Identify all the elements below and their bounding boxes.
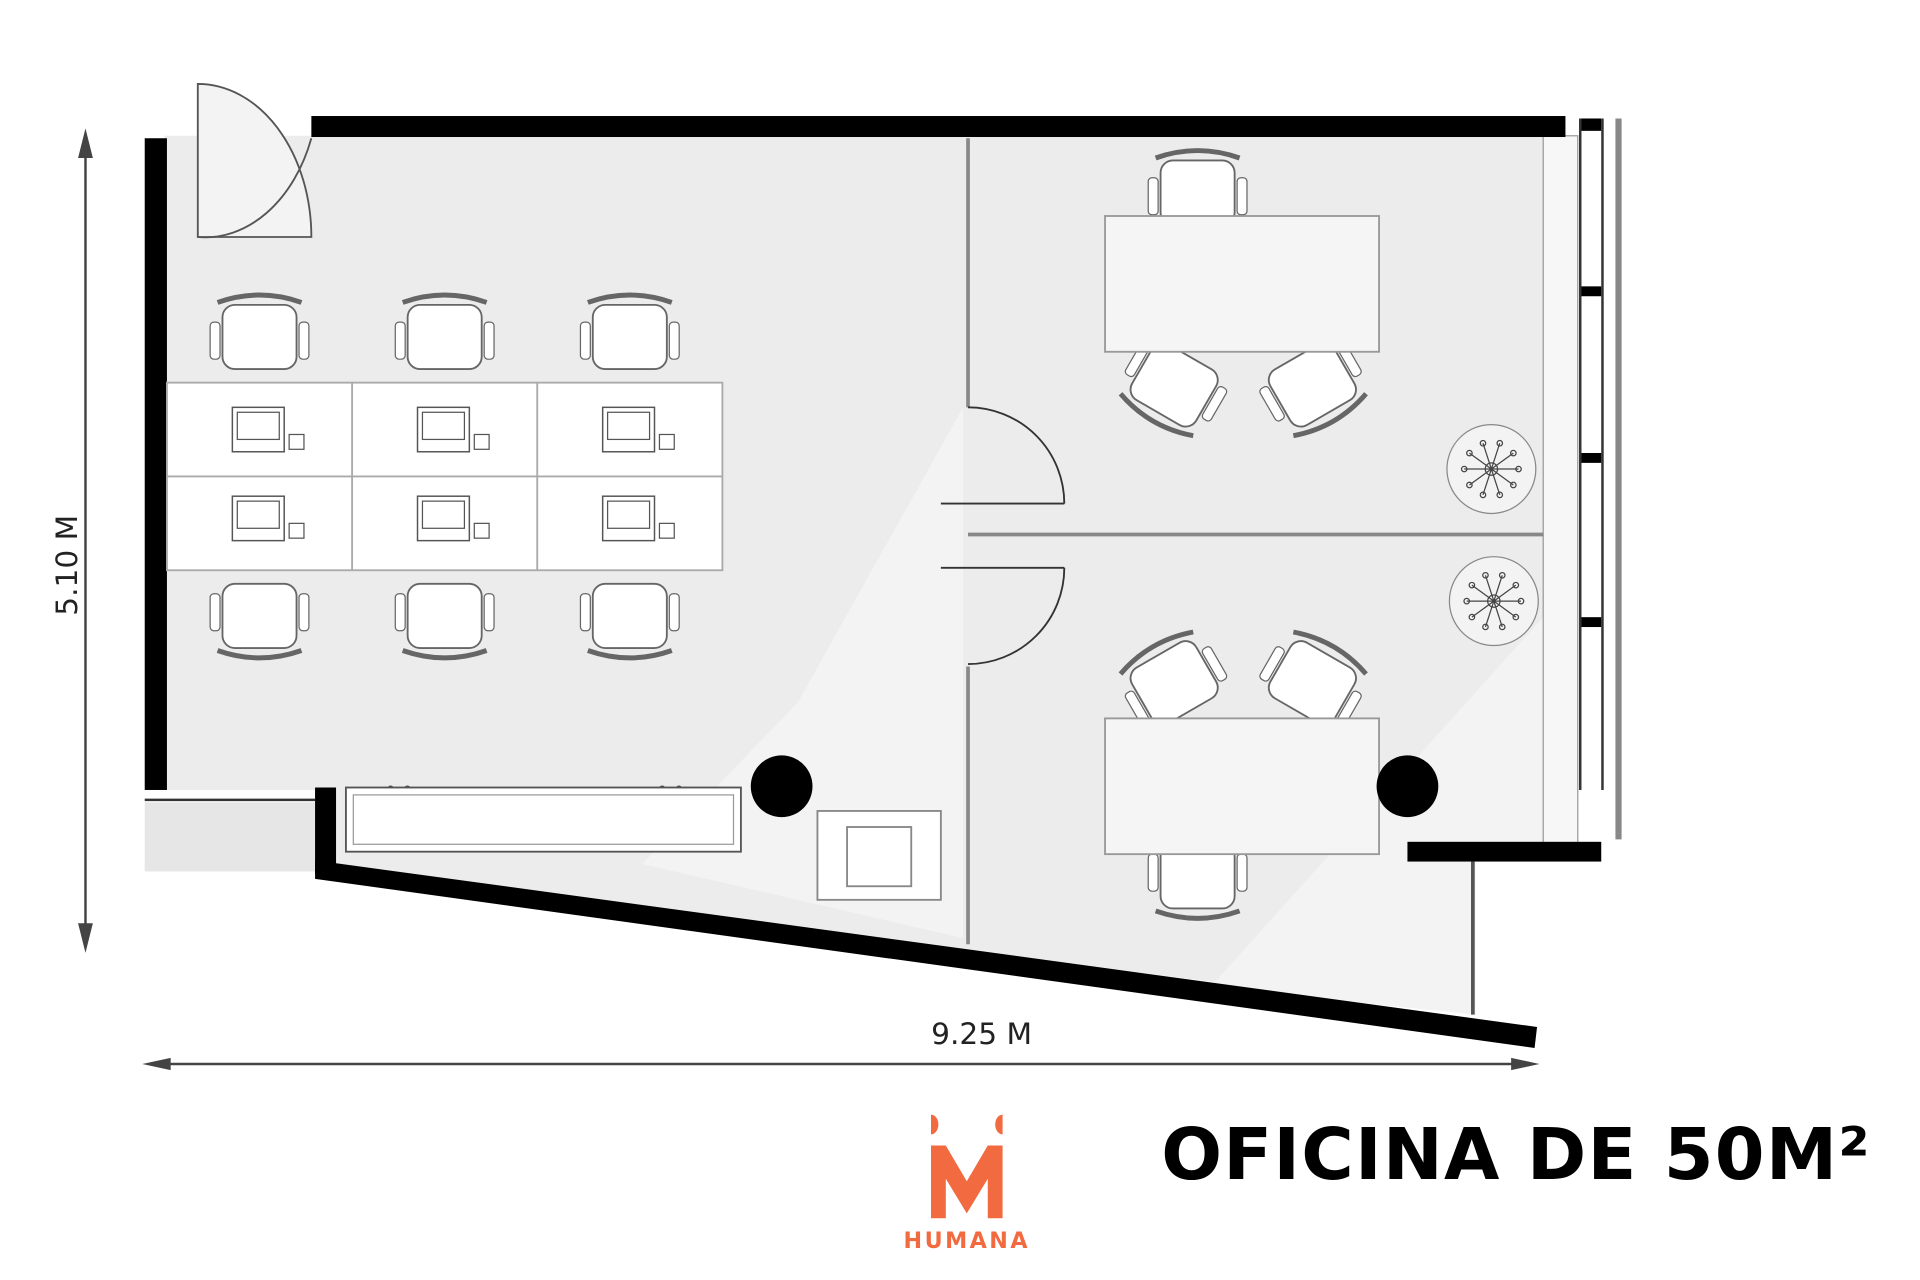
computer: [231, 406, 305, 453]
chair: [1147, 843, 1248, 921]
computer: [416, 495, 490, 542]
cabinet-inner: [846, 826, 913, 888]
width-label: 9.25 M: [931, 1017, 1032, 1051]
column: [750, 755, 813, 818]
chair: [579, 292, 680, 370]
wall-top: [311, 116, 1566, 138]
chairs: [209, 148, 1368, 921]
chair: [394, 292, 495, 370]
chair: [1259, 629, 1368, 727]
computer: [231, 495, 305, 542]
chair: [1118, 629, 1228, 727]
plant: [1446, 423, 1537, 515]
meeting-table-upper: [1104, 215, 1380, 353]
window-frame: [1579, 118, 1622, 840]
wall-bottom-right: [1407, 841, 1602, 862]
window-sill: [1542, 135, 1579, 847]
planter-bench: [344, 786, 742, 853]
column: [1376, 755, 1439, 818]
cabinet: [816, 810, 942, 901]
width-dimension: [142, 1057, 1540, 1071]
logo-text: HUMANA: [904, 1228, 1030, 1254]
computers: [231, 406, 675, 542]
chair: [209, 582, 310, 661]
wall-bottom-slanted: [315, 860, 1538, 1048]
entry-area: [144, 802, 316, 872]
computer: [416, 406, 490, 453]
page-title: OFICINA DE 50M²: [1161, 1113, 1871, 1196]
height-dimension: [78, 128, 93, 953]
computer: [601, 495, 675, 542]
plant: [1448, 556, 1539, 647]
chair: [209, 292, 310, 370]
entrance-door[interactable]: [196, 83, 313, 239]
chair: [579, 582, 680, 661]
office-door-lower[interactable]: [940, 566, 1066, 665]
wall-bottom-left: [315, 787, 337, 874]
meeting-table-lower: [1104, 717, 1380, 856]
humana-logo: [930, 1114, 1003, 1219]
wall-left: [144, 138, 167, 790]
planter-bench-inner: [352, 794, 735, 845]
chair: [394, 582, 495, 661]
partition-walls: [966, 138, 1544, 945]
height-label: 5.10 M: [50, 515, 84, 616]
computer: [601, 406, 675, 453]
office-door-upper[interactable]: [940, 406, 1066, 505]
